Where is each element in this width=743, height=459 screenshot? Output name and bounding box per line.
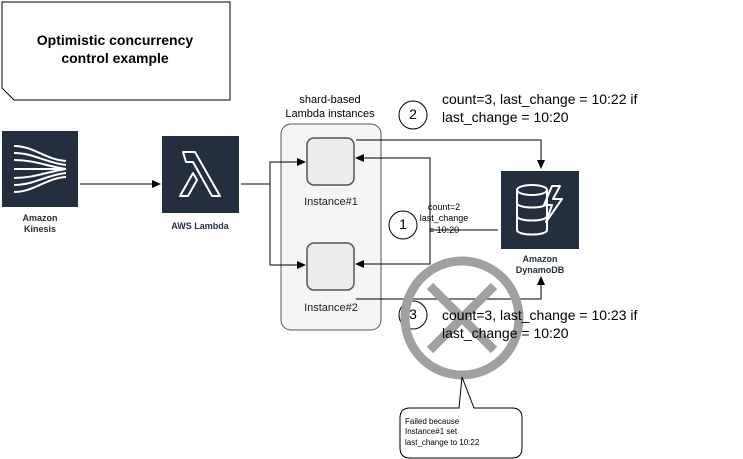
title-line-2: control example: [61, 49, 169, 66]
failure-note-line-2: Instance#1 set: [405, 427, 458, 437]
x-mark-icon: [400, 256, 524, 380]
failure-note-line-3: last_change to 10:22: [405, 437, 480, 447]
step-1-text-line-2: last_change: [419, 213, 469, 224]
failure-note: Failed because Instance#1 set last_chang…: [405, 417, 479, 448]
step-3-text-line-2: last_change = 10:20: [442, 325, 569, 342]
instance-2-write-arrow: [356, 276, 545, 300]
lambda-label: AWS Lambda: [155, 221, 245, 232]
step-3-number: 3: [409, 306, 417, 322]
lambda-instances-group: [280, 123, 382, 331]
step-2-text: count=3, last_change = 10:22 if last_cha…: [442, 90, 637, 126]
step-3-text-line-1: count=3, last_change = 10:23 if: [442, 307, 638, 323]
kinesis-label-line-1: Amazon: [22, 213, 58, 223]
step-3-text: count=3, last_change = 10:23 if last_cha…: [442, 306, 637, 342]
dynamodb-label-line-1: Amazon: [522, 254, 558, 264]
instances-group-label: shard-based Lambda instances: [265, 93, 395, 122]
step-1-text: count=2 last_change = 10:20: [418, 202, 470, 236]
instance-2-label: Instance#2: [304, 302, 358, 314]
title-line-1: Optimistic concurrency: [36, 32, 194, 48]
instance-2-box[interactable]: [306, 242, 355, 291]
lambda-icon: [162, 136, 239, 213]
step-1-circle: [388, 210, 418, 240]
step-1-text-line-3: = 10:20: [428, 224, 460, 235]
lambda-to-instance-1-arrow: [269, 158, 306, 184]
step-2-circle: [398, 100, 428, 130]
failure-callout: [399, 376, 523, 459]
instance-1-box[interactable]: [306, 137, 355, 186]
instance-1-label: Instance#1: [304, 196, 358, 208]
group-label-line-2: Lambda instances: [285, 108, 375, 121]
failure-note-line-1: Failed because: [405, 417, 460, 426]
step-1-number: 1: [399, 216, 407, 232]
step-2-text-line-1: count=3, last_change = 10:22 if: [442, 91, 638, 107]
read-to-instance-1-arrow: [355, 154, 498, 231]
kinesis-label: Amazon Kinesis: [0, 213, 80, 235]
instance-1-write-arrow: [356, 139, 545, 169]
read-to-instance-2-arrow: [355, 230, 431, 268]
kinesis-label-line-2: Kinesis: [23, 223, 56, 234]
dynamodb-label: Amazon DynamoDB: [495, 254, 585, 276]
step-2-text-line-2: last_change = 10:20: [442, 109, 569, 126]
step-2-number: 2: [409, 106, 417, 122]
dynamodb-label-line-2: DynamoDB: [515, 264, 565, 275]
group-label-line-1: shard-based: [299, 94, 361, 106]
title-card: [1, 1, 231, 101]
lambda-label-text: AWS Lambda: [171, 221, 229, 231]
dynamodb-icon: [501, 171, 579, 249]
kinesis-stream-icon: [2, 131, 78, 207]
lambda-to-instance-2-arrow: [269, 184, 306, 269]
step-1-text-line-1: count=2: [427, 202, 461, 212]
page-title: Optimistic concurrency control example: [10, 32, 220, 67]
